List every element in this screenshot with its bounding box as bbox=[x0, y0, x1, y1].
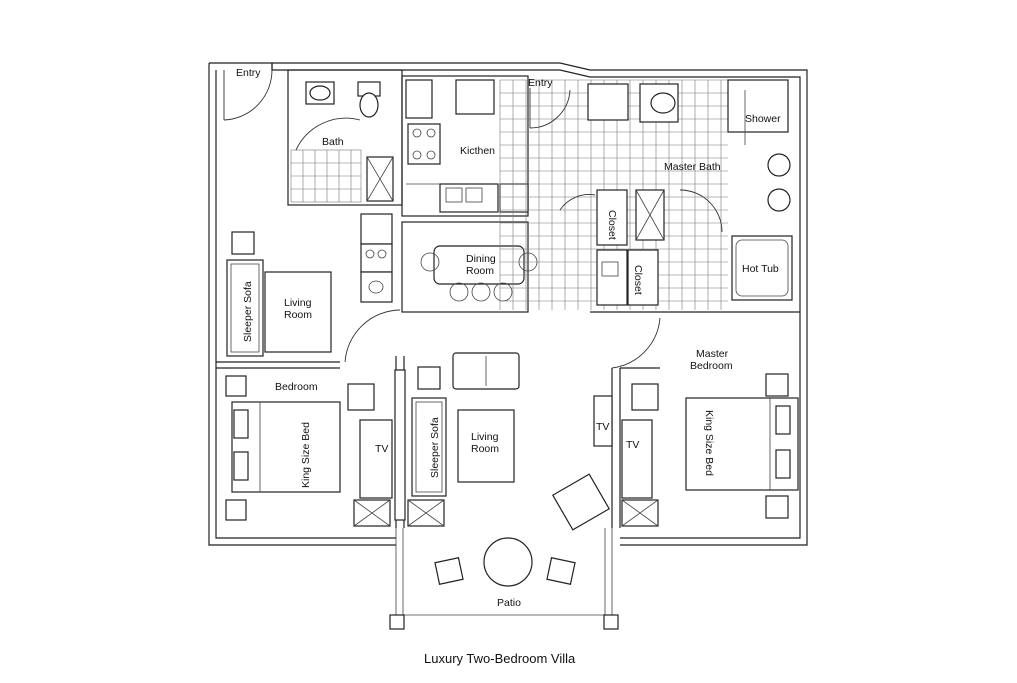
patio-label: Patio bbox=[497, 597, 521, 609]
living-room-left bbox=[226, 231, 332, 357]
kitchen-label: Kicthen bbox=[460, 145, 495, 157]
kitchen bbox=[401, 75, 529, 217]
washer-dryer bbox=[360, 213, 393, 303]
tv-label: TV bbox=[375, 443, 388, 455]
hot-tub bbox=[731, 235, 793, 301]
entry-door-left bbox=[223, 69, 273, 121]
toilet bbox=[359, 92, 379, 118]
plan-title: Luxury Two-Bedroom Villa bbox=[424, 651, 576, 666]
master-bedroom-label: Bedroom bbox=[690, 360, 733, 372]
patio bbox=[389, 528, 619, 630]
outer-walls bbox=[208, 62, 808, 546]
dining-room-label: Room bbox=[466, 265, 494, 277]
closet-label: Closet bbox=[632, 265, 644, 295]
closet-label: Closet bbox=[606, 210, 618, 240]
master-bath-label: Master Bath bbox=[664, 161, 721, 173]
bath-left bbox=[287, 69, 403, 206]
patio-chair bbox=[434, 557, 464, 585]
patio-table bbox=[483, 537, 533, 587]
interior-walls bbox=[216, 309, 800, 528]
living-room-label: Living bbox=[284, 297, 312, 309]
king-bed-label: King Size Bed bbox=[703, 410, 715, 476]
living-room-label: Living bbox=[471, 431, 499, 443]
entry-center-label: Entry bbox=[528, 77, 553, 89]
shower-label: Shower bbox=[745, 113, 781, 125]
master-bedroom-label: Master bbox=[696, 348, 729, 360]
armchair bbox=[551, 473, 611, 531]
tv-label: TV bbox=[626, 439, 639, 451]
sleeper-sofa-label: Sleeper Sofa bbox=[242, 281, 254, 342]
dining-room-label: Dining bbox=[466, 253, 496, 265]
room-labels: Entry Entry Bath Kicthen Master Bath Sho… bbox=[236, 67, 781, 609]
bedroom-left bbox=[225, 375, 393, 527]
entry-left-label: Entry bbox=[236, 67, 261, 79]
master-bedroom bbox=[593, 373, 799, 527]
patio-chair bbox=[546, 557, 576, 585]
master-bath bbox=[559, 79, 791, 306]
entry-door-center bbox=[529, 88, 571, 129]
living-room-center bbox=[407, 352, 611, 531]
living-room-label: Room bbox=[471, 443, 499, 455]
tv-label: TV bbox=[596, 421, 609, 433]
bedroom-label: Bedroom bbox=[275, 381, 318, 393]
sleeper-sofa-label: Sleeper Sofa bbox=[429, 417, 441, 478]
dining-room bbox=[401, 221, 538, 313]
king-bed-label: King Size Bed bbox=[300, 422, 312, 488]
hot-tub-label: Hot Tub bbox=[742, 263, 779, 275]
bath-label: Bath bbox=[322, 136, 344, 148]
living-room-label: Room bbox=[284, 309, 312, 321]
